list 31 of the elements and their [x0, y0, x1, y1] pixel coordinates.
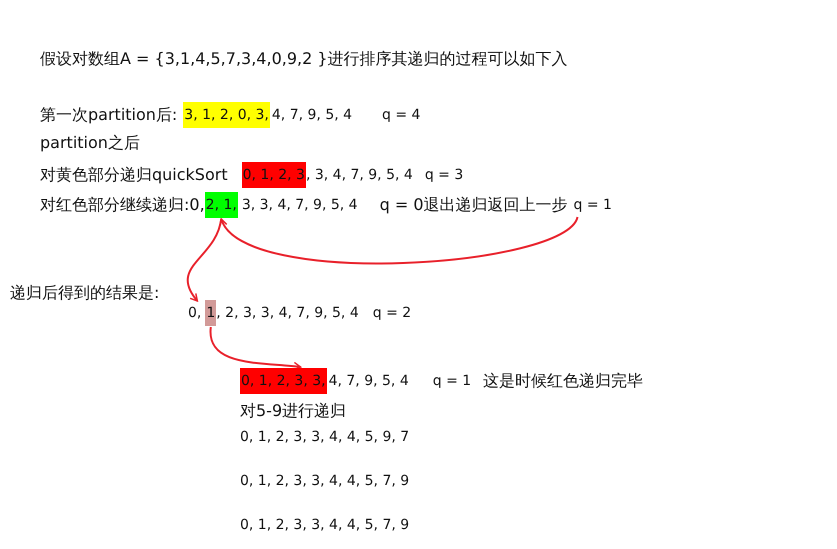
highlighted-number: 1: [205, 300, 216, 326]
number-text: 3, 3, 4, 7, 9, 5, 4: [242, 196, 358, 215]
note-text: 假设对数组A = {3,1,4,5,7,3,4,0,9,2 }进行排序其递归的过程可以如下入: [40, 48, 568, 70]
q-value-text: q = 1: [574, 194, 612, 216]
highlighted-numbers: 3, 1, 2, 0, 3,: [183, 102, 270, 128]
number-text: 0,: [188, 302, 202, 324]
note-text: 第一次partition后:: [40, 104, 178, 126]
hand-drawn-arrow: [220, 216, 578, 264]
number-text: q = 1: [432, 372, 472, 391]
note-text: q = 0退出递归返回上一步: [380, 194, 568, 216]
number-text: q = 4: [382, 106, 420, 125]
number-text: 4, 7, 9, 5, 4: [272, 106, 352, 125]
note-text: 对5-9进行递归: [240, 400, 346, 422]
note-text: 这是时候红色递归完毕: [483, 370, 644, 392]
number-text: , 3, 4, 7, 9, 5, 4: [306, 166, 413, 185]
hand-drawn-arrow: [210, 327, 302, 371]
highlighted-numbers: 2, 1,: [204, 192, 238, 218]
highlighted-numbers: 0, 1, 2, 3: [242, 162, 306, 188]
highlighted-numbers: 0, 1, 2, 3, 3,: [240, 368, 327, 394]
note-text: partition之后: [40, 132, 140, 154]
number-text: 0, 1, 2, 3, 3, 4, 4, 5, 7, 9: [240, 472, 410, 491]
note-text: 对红色部分继续递归:0,: [40, 194, 205, 216]
note-text: 递归后得到的结果是:: [10, 282, 160, 304]
number-text: 0, 1, 2, 3, 3, 4, 4, 5, 9, 7: [240, 428, 410, 447]
hand-drawn-arrow: [186, 218, 222, 302]
number-text: q = 2: [372, 304, 412, 323]
note-text: 对黄色部分递归quickSort: [40, 164, 228, 186]
number-text: q = 3: [424, 166, 464, 185]
number-text: 4, 7, 9, 5, 4: [328, 372, 409, 391]
number-text: , 2, 3, 3, 4, 7, 9, 5, 4: [216, 304, 359, 323]
number-text: 0, 1, 2, 3, 3, 4, 4, 5, 7, 9: [240, 516, 410, 535]
